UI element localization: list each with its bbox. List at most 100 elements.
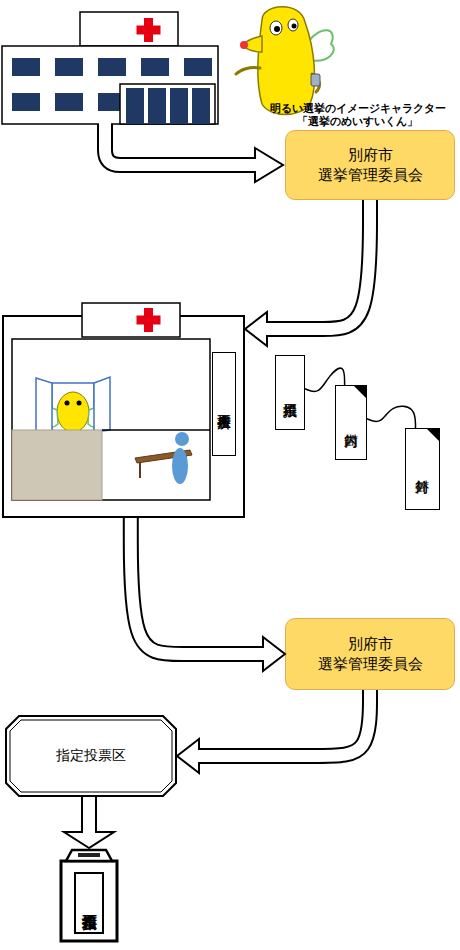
flow-arrow [177,690,370,773]
window [98,93,126,111]
table-leg [185,455,187,470]
mascot-wing [308,30,334,61]
block-arrow [105,122,283,182]
table-leg [139,462,141,478]
stone-counter [12,430,102,500]
district-box: 指定投票区 [5,715,177,797]
hospital-sign [80,12,178,46]
room-frame [12,339,210,500]
hospital-building [2,46,218,124]
window [184,58,212,76]
arrow-body [199,690,370,756]
red-cross [137,316,161,325]
arrow-head [263,637,285,671]
door-panel [192,88,210,124]
red-cross [144,308,153,332]
door-panel [148,88,166,124]
document-box: 投票用紙 [275,355,305,430]
committee-box: 別府市 選挙管理委員会 [285,130,455,200]
hospital-sign [82,303,180,337]
mascot-eye [288,19,298,31]
arrow-outline [131,518,263,654]
node-text: 不在者投票所 [212,352,236,456]
mascot-caption: 明るい選挙のイメージキャラクター 「選挙のめいすいくん」 [255,102,460,128]
facility-box: 不在者投票所 [2,315,245,518]
arrow-body [105,122,255,165]
mascot-nose [243,36,262,52]
ballot-box-body [61,861,117,941]
mascot-ballot [311,74,320,86]
booth-panel [94,377,110,432]
polling-scene [12,339,210,500]
door-panel [126,88,144,124]
envelope-flap [427,429,439,441]
flow-arrow [131,518,285,671]
mascot-pupil [274,26,280,32]
envelope-box: 内封筒 [335,385,367,460]
entrance [120,84,215,124]
flow-arrow [64,797,114,848]
mascot [236,7,334,115]
hospital-illustration [2,12,218,124]
arrow-body [131,518,263,654]
booth-panel [36,378,52,432]
committee-box: 別府市 選挙管理委員会 [285,618,455,690]
ballot-box-lid [66,850,112,861]
envelope-flap [354,386,366,398]
mascot-arm [236,67,260,74]
window [141,58,169,76]
arrow-joint [259,648,265,660]
window [98,58,126,76]
arrow-outline [267,200,370,329]
envelope-flap [354,386,366,398]
node-text: 別府市 選挙管理委員会 [316,634,424,675]
arrow-head [177,739,199,773]
arrow-head [255,148,283,182]
arrow-joint [83,828,95,834]
booth-mascot-eye [77,401,82,406]
envelope-box: 外封筒 [405,428,440,510]
connector-line [305,368,345,391]
node-text: 別府市 選挙管理委員会 [316,145,424,186]
ballot-slot [78,853,100,857]
window [55,93,83,111]
district-outline [6,716,176,796]
mascot-eye [270,21,282,35]
envelope-flap [427,429,439,441]
ballot-box: 投票箱 [58,848,120,944]
mascot-nose-tip [240,41,248,49]
person-body [172,448,188,484]
booth-mascot-wing [44,408,58,427]
window [12,93,40,111]
red-cross [137,26,161,35]
arrow-outline [199,690,370,756]
red-cross [144,18,153,42]
window [12,58,40,76]
flow-arrow [305,368,345,391]
window [55,58,83,76]
arrow-outline [105,124,255,165]
booth-mascot-wing [88,408,102,427]
door-panel [170,88,188,124]
flow-arrow [367,406,416,428]
arrow-joint [265,323,271,335]
table [135,450,192,463]
mascot-pupil [292,24,297,29]
arrow-body [83,797,95,832]
arrow-joint [251,159,257,171]
node-text: 投票箱 [74,872,104,934]
person-head [175,432,189,446]
arrow-head [64,832,114,848]
wall-line [102,429,210,431]
node-text: 指定投票区 [5,715,177,797]
booth-mascot-eye [65,401,70,406]
flow-arrow [245,200,370,346]
connector-line [367,406,416,428]
arrow-body [267,200,370,329]
hospital-sign-group [82,303,180,337]
mascot-body [258,7,315,115]
booth-back [52,383,94,432]
arrow-head [245,312,267,346]
